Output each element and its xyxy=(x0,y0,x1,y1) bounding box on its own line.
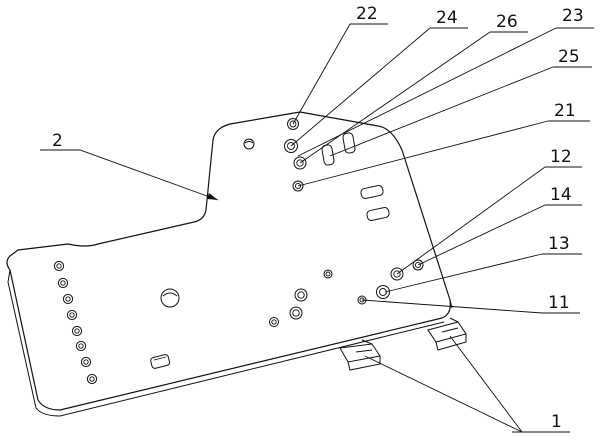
callout-1: 1 xyxy=(551,412,562,432)
clip-right xyxy=(427,317,467,351)
callout-2: 2 xyxy=(52,131,63,151)
small-hole xyxy=(289,306,303,320)
small-hole xyxy=(62,293,74,305)
small-hole xyxy=(57,277,69,289)
bottom-slot xyxy=(150,354,171,369)
callout-21: 21 xyxy=(554,101,576,121)
small-hole xyxy=(323,269,333,279)
small-hole xyxy=(294,288,308,302)
middle-holes xyxy=(269,269,333,327)
hole-13 xyxy=(376,285,390,299)
hole-26 xyxy=(293,156,307,170)
mounting-plate xyxy=(6,111,451,411)
center-hole xyxy=(160,288,180,308)
slot-21-pair xyxy=(360,185,390,221)
small-hole xyxy=(71,325,83,337)
callout-26: 26 xyxy=(496,12,518,32)
plate-thickness-edge xyxy=(7,269,445,417)
callout-12: 12 xyxy=(550,147,572,167)
callout-23: 23 xyxy=(562,6,584,26)
callout-11: 11 xyxy=(548,293,570,313)
leader-lines xyxy=(40,23,594,433)
small-hole xyxy=(75,340,87,352)
callout-14: 14 xyxy=(550,185,572,205)
small-hole xyxy=(80,356,92,368)
small-hole xyxy=(53,260,65,272)
callout-25: 25 xyxy=(558,47,580,67)
small-hole xyxy=(66,309,78,321)
callout-13: 13 xyxy=(548,234,570,254)
slot-25-pair xyxy=(321,132,356,166)
callout-22: 22 xyxy=(356,4,378,24)
small-hole xyxy=(269,317,279,327)
small-hole xyxy=(86,373,98,385)
hole-12 xyxy=(390,267,404,281)
callout-24: 24 xyxy=(436,8,458,28)
clip-left xyxy=(339,339,381,371)
left-hole-column xyxy=(53,260,98,385)
upper-hole xyxy=(243,138,255,150)
